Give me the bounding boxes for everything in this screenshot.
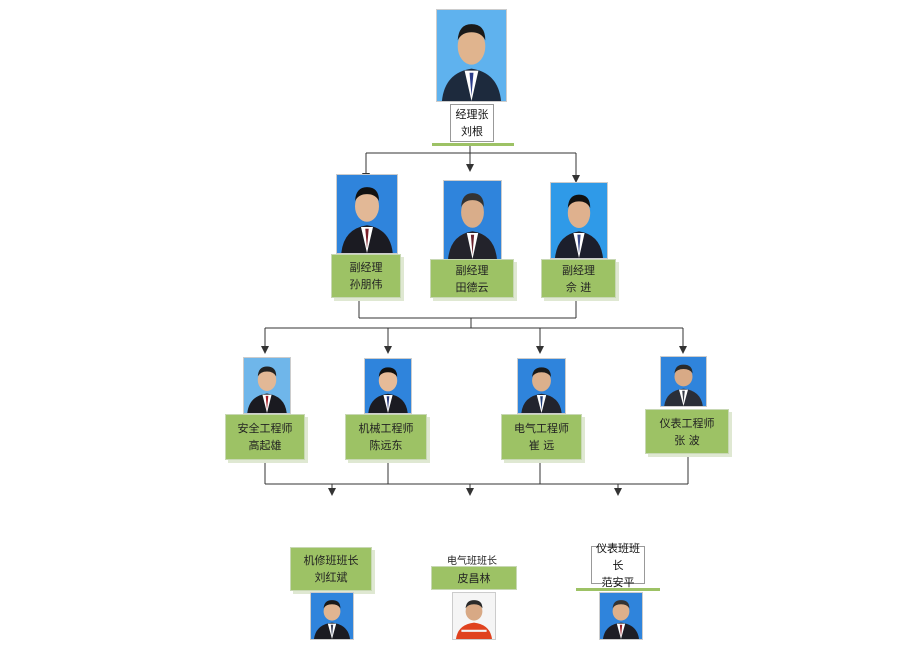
- leader-2-label: 皮昌林: [431, 566, 517, 590]
- engineer-2-label: 机械工程师 陈远东: [345, 414, 427, 460]
- leader-1-name: 刘红斌: [314, 571, 348, 584]
- leader-2-name: 皮昌林: [457, 571, 491, 585]
- engineer-4-label: 仪表工程师 张 波: [645, 409, 729, 454]
- engineer-3-label: 电气工程师 崔 远: [501, 414, 582, 460]
- engineer-4-title: 仪表工程师: [659, 416, 715, 430]
- deputy-3-title: 副经理: [562, 263, 595, 277]
- leader-1-label: 机修班班长 刘红斌: [290, 547, 372, 591]
- leader-3-name: 范安平: [601, 575, 635, 589]
- deputy-2-name: 田德云: [455, 280, 489, 294]
- deputy-3-photo: [550, 182, 608, 259]
- leader-3-photo: [599, 592, 643, 640]
- leader-1-title: 机修班班长: [303, 554, 359, 567]
- engineer-4-name: 张 波: [674, 433, 700, 447]
- general-manager-photo: [436, 9, 507, 102]
- deputy-3-label: 副经理 佘 进: [541, 259, 616, 298]
- deputy-1-title: 副经理: [349, 261, 383, 274]
- leader-3-underline: [576, 588, 660, 591]
- deputy-3-name: 佘 进: [565, 280, 592, 294]
- leader-3-label: 仪表班班长 范安平: [591, 542, 645, 589]
- general-manager-name: 刘根: [461, 125, 483, 138]
- deputy-2-title: 副经理: [455, 263, 489, 277]
- deputy-1-photo: [336, 174, 398, 254]
- general-manager-title: 经理张: [455, 108, 489, 121]
- leader-2-photo: [452, 592, 496, 640]
- deputy-1-label: 副经理 孙朋伟: [331, 254, 401, 298]
- leader-1-photo: [310, 592, 354, 640]
- deputy-1-name: 孙朋伟: [349, 278, 383, 291]
- general-manager-label: 经理张 刘根: [450, 104, 494, 142]
- leader-2-title: 电气班班长: [447, 556, 497, 567]
- engineer-1-title: 安全工程师: [237, 422, 293, 435]
- engineer-1-label: 安全工程师 高起雄: [225, 414, 305, 460]
- engineer-4-photo: [660, 356, 707, 407]
- engineer-3-photo: [517, 358, 566, 414]
- engineer-2-title: 机械工程师: [358, 422, 414, 435]
- deputy-2-label: 副经理 田德云: [430, 259, 514, 298]
- engineer-1-photo: [243, 357, 291, 414]
- engineer-3-title: 电气工程师: [514, 422, 569, 435]
- leader-3-title: 仪表班班长: [596, 541, 640, 572]
- engineer-1-name: 高起雄: [248, 439, 282, 452]
- engineer-3-name: 崔 远: [528, 439, 555, 452]
- engineer-2-photo: [364, 358, 412, 414]
- deputy-2-photo: [443, 180, 502, 260]
- engineer-2-name: 陈远东: [369, 439, 403, 452]
- general-manager-underline: [432, 143, 514, 146]
